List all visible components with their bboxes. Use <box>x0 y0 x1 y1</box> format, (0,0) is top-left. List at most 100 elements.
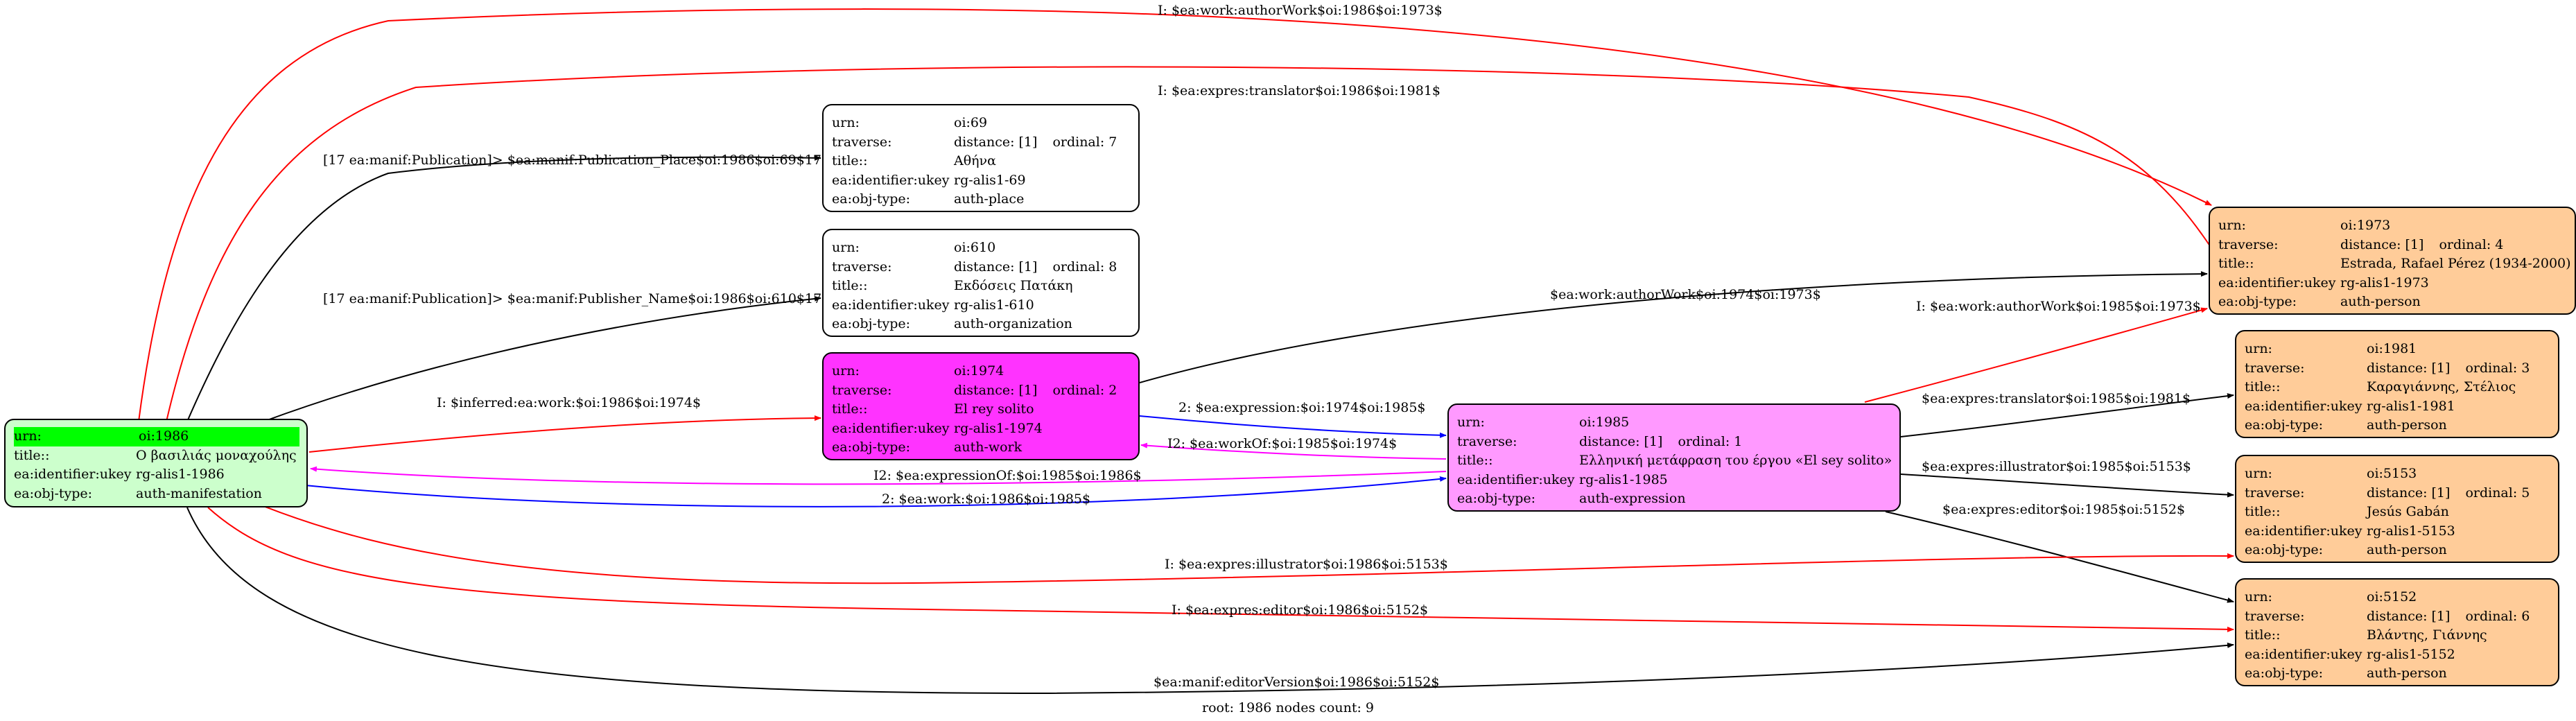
type-label: ea:obj-type: <box>2245 417 2324 433</box>
node-5152[interactable]: urn:oi:5152 traverse:distance: [1]ordina… <box>2235 578 2559 686</box>
edge-label: $ea:expres:illustrator$oi:1985$oi:5153$ <box>1922 459 2191 474</box>
distance-value: distance: [1] <box>2367 360 2451 376</box>
edge-label: I: $inferred:ea:work:$oi:1986$oi:1974$ <box>437 395 701 410</box>
traverse-label: traverse: <box>832 259 892 275</box>
ukey-value: rg-alis1-610 <box>954 297 1034 313</box>
type-value: auth-work <box>954 440 1022 455</box>
edge-label: [17 ea:manif:Publication]> $ea:manif:Pub… <box>323 291 821 306</box>
traverse-label: traverse: <box>832 382 892 398</box>
ukey-value: rg-alis1-1986 <box>136 467 225 482</box>
title-label: title:: <box>832 401 868 417</box>
traverse-label: traverse: <box>2245 608 2305 624</box>
edge-label: $ea:expres:editor$oi:1985$oi:5152$ <box>1942 502 2185 517</box>
title-value: Jesús Gabán <box>2367 504 2449 519</box>
ukey-value: rg-alis1-5152 <box>2367 646 2455 662</box>
urn-label: urn: <box>2245 589 2272 605</box>
title-label: title:: <box>2218 256 2254 271</box>
type-value: auth-organization <box>954 316 1072 331</box>
edge-publication-place-1986-69 <box>186 155 821 422</box>
ukey-label: ea:identifier:ukey <box>832 420 950 436</box>
edge-inferred-work-1986-1974 <box>308 415 821 453</box>
graph-footer: root: 1986 nodes count: 9 <box>1201 700 1375 715</box>
ordinal-value: ordinal: 5 <box>2465 485 2530 501</box>
title-label: title:: <box>2245 379 2281 394</box>
ukey-label: ea:identifier:ukey <box>2218 275 2336 290</box>
type-label: ea:obj-type: <box>832 440 911 455</box>
title-label: title:: <box>2245 504 2281 519</box>
title-label: title:: <box>2245 627 2281 643</box>
edge-label: 2: $ea:expression:$oi:1974$oi:1985$ <box>1178 400 1426 415</box>
title-value: Αθήνα <box>954 153 996 168</box>
ukey-label: ea:identifier:ukey <box>14 467 132 482</box>
edge-publisher-name-1986-610 <box>263 295 821 422</box>
type-value: auth-manifestation <box>136 485 262 501</box>
title-value: El rey solito <box>954 401 1034 417</box>
edge-authorwork-1974-1973 <box>1139 271 2208 383</box>
ordinal-value: ordinal: 2 <box>1052 382 1117 398</box>
node-1973[interactable]: urn:oi:1973 traverse:distance: [1]ordina… <box>2209 207 2576 315</box>
type-value: auth-person <box>2340 294 2421 309</box>
edge-translator-1985-1981 <box>1900 393 2234 437</box>
edge-authorwork-1986-1973 <box>138 8 2212 422</box>
ukey-label: ea:identifier:ukey <box>832 172 950 188</box>
title-value: Ελληνική μετάφραση του έργου «El sey sol… <box>1579 453 1892 468</box>
traverse-label: traverse: <box>1457 433 1517 449</box>
title-value: Εκδόσεις Πατάκη <box>954 278 1073 293</box>
edge-expression-1974-1985 <box>1139 415 1447 438</box>
urn-value: oi:5153 <box>2367 466 2417 481</box>
node-610[interactable]: urn:oi:610 traverse:distance: [1]ordinal… <box>822 229 1140 337</box>
ukey-label: ea:identifier:ukey <box>1457 471 1575 487</box>
edge-label: I: $ea:work:authorWork$oi:1985$oi:1973$ <box>1916 299 2201 314</box>
ordinal-value: ordinal: 8 <box>1052 259 1117 275</box>
edge-authorwork-1985-1973 <box>1864 307 2208 403</box>
edge-label: $ea:work:authorWork$oi:1974$oi:1973$ <box>1550 287 1821 302</box>
ordinal-value: ordinal: 6 <box>2465 608 2530 624</box>
edge-label: I: $ea:expres:illustrator$oi:1986$oi:515… <box>1165 557 1448 572</box>
type-label: ea:obj-type: <box>2245 542 2324 557</box>
urn-label: urn: <box>2218 218 2246 233</box>
ordinal-value: ordinal: 1 <box>1678 433 1743 449</box>
ukey-value: rg-alis1-1974 <box>954 420 1043 436</box>
title-label: title:: <box>832 153 868 168</box>
ukey-value: rg-alis1-69 <box>954 172 1026 188</box>
urn-value: oi:1986 <box>139 428 189 444</box>
title-value: Βλάντης, Γιάννης <box>2367 627 2487 643</box>
edge-label: I: $ea:work:authorWork$oi:1986$oi:1973$ <box>1158 3 1443 18</box>
ukey-value: rg-alis1-1981 <box>2367 398 2455 414</box>
urn-value: oi:1973 <box>2340 218 2391 233</box>
distance-value: distance: [1] <box>954 134 1038 150</box>
ukey-row: ea:identifier:ukey rg-alis1-1986 <box>14 465 299 485</box>
type-row: ea:obj-type:auth-manifestation <box>14 485 299 504</box>
edge-illustrator-1986-5153 <box>263 505 2234 584</box>
node-69[interactable]: urn:oi:69 traverse:distance: [1]ordinal:… <box>822 104 1140 212</box>
type-value: auth-person <box>2367 666 2447 681</box>
edge-label: I: $ea:expres:editor$oi:1986$oi:5152$ <box>1172 602 1428 618</box>
node-1981[interactable]: urn: oi:1981 traverse: distance: [1] ordina… <box>2235 330 2559 438</box>
node-1974[interactable]: urn:oi:1974 traverse:distance: [1]ordina… <box>822 352 1140 460</box>
edge-workof-1985-1974 <box>1140 442 1447 460</box>
edge-translator-1986-1981 <box>166 66 2234 422</box>
ukey-value: rg-alis1-5153 <box>2367 523 2455 539</box>
type-label: ea:obj-type: <box>832 316 911 331</box>
traverse-label: traverse: <box>2245 360 2305 376</box>
node-1986[interactable]: urn:oi:1986 title::Ο βασιλιάς μοναχούλης… <box>4 419 308 507</box>
title-row: title::Ο βασιλιάς μοναχούλης <box>14 446 299 466</box>
edge-label: [17 ea:manif:Publication]> $ea:manif:Pub… <box>323 153 821 168</box>
urn-label: urn: <box>2245 466 2272 481</box>
node-1985[interactable]: urn:oi:1985 traverse:distance: [1]ordina… <box>1447 403 1901 512</box>
ordinal-value: ordinal: 3 <box>2465 360 2530 376</box>
urn-label: urn: <box>832 363 860 379</box>
urn-value: oi:1981 <box>2367 341 2417 356</box>
ordinal-value: ordinal: 4 <box>2439 236 2504 252</box>
distance-value: distance: [1] <box>954 259 1038 275</box>
edge-expressionof-1985-1986 <box>310 466 1447 485</box>
edge-label: $ea:manif:editorVersion$oi:1986$oi:5152$ <box>1154 675 1439 690</box>
urn-value: oi:1985 <box>1579 415 1630 430</box>
urn-label: urn: <box>2245 341 2272 356</box>
type-label: ea:obj-type: <box>2218 294 2297 309</box>
title-label: title:: <box>1457 453 1493 468</box>
node-5153[interactable]: urn:oi:5153 traverse:distance: [1]ordina… <box>2235 455 2559 563</box>
edge-label: $ea:expres:translator$oi:1985$oi:1981$ <box>1922 391 2191 406</box>
ukey-label: ea:identifier:ukey <box>2245 398 2362 414</box>
ukey-label: ea:identifier:ukey <box>832 297 950 313</box>
